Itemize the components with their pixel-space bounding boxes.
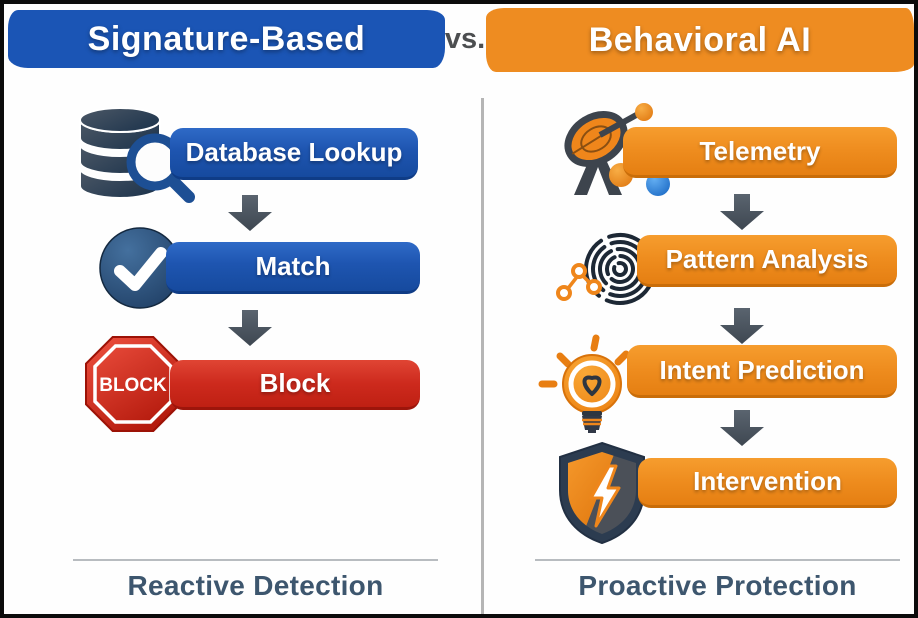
block-badge-text: BLOCK <box>99 375 167 396</box>
down-arrow-icon <box>720 194 764 230</box>
step-pill-intervention: Intervention <box>638 458 897 508</box>
step-pill-telemetry: Telemetry <box>623 127 897 178</box>
step-label: Pattern Analysis <box>665 244 869 274</box>
right-footer-divider <box>535 559 900 561</box>
step-label: Block <box>259 368 331 398</box>
shield-lightning-icon <box>559 441 645 545</box>
checkmark-circle-icon <box>99 227 181 309</box>
stop-sign-icon: BLOCK <box>85 336 181 432</box>
step-label: Database Lookup <box>185 137 403 167</box>
down-arrow-icon <box>228 310 272 346</box>
step-label: Intervention <box>693 466 842 496</box>
step-pill-intent-prediction: Intent Prediction <box>627 345 897 398</box>
left-header-banner: Signature-Based <box>8 10 445 68</box>
column-divider <box>481 98 484 614</box>
lightbulb-icon <box>538 334 649 433</box>
down-arrow-icon <box>720 410 764 446</box>
down-arrow-icon <box>228 195 272 231</box>
step-pill-block: Block <box>170 360 420 410</box>
left-footer-label: Reactive Detection <box>127 570 384 601</box>
step-label: Match <box>255 251 331 281</box>
left-header-title: Signature-Based <box>87 19 366 58</box>
right-header-title: Behavioral AI <box>588 20 812 59</box>
left-footer-divider <box>73 559 438 561</box>
step-pill-database-lookup: Database Lookup <box>170 128 418 180</box>
step-label: Telemetry <box>699 135 821 166</box>
down-arrow-icon <box>720 308 764 344</box>
right-footer-label: Proactive Protection <box>578 570 857 601</box>
step-label: Intent Prediction <box>659 354 865 385</box>
step-pill-match: Match <box>166 242 420 294</box>
right-header-banner: Behavioral AI <box>486 8 914 72</box>
step-pill-pattern-analysis: Pattern Analysis <box>637 235 897 287</box>
vs-label: vs. <box>444 23 486 55</box>
